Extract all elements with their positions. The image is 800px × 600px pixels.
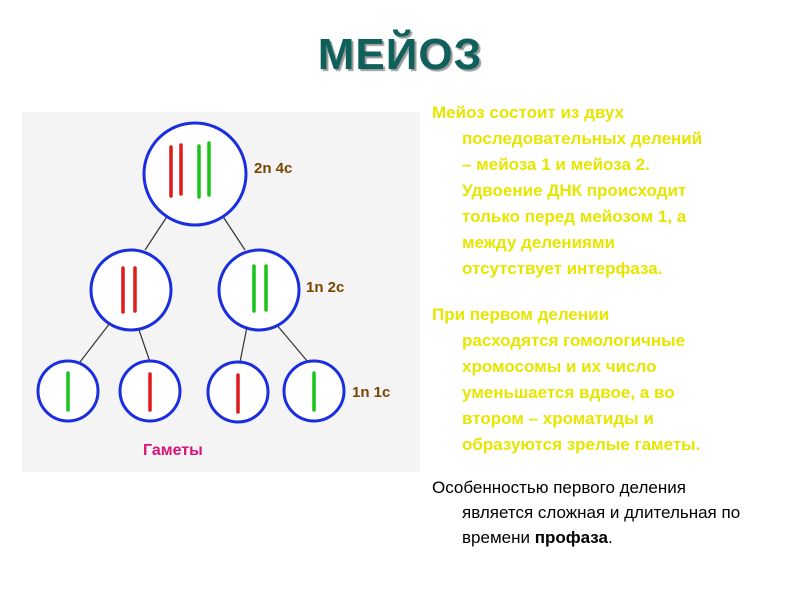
paragraph-division-details: При первом делении расходятся гомологичн… [432, 302, 788, 458]
cell-membrane [217, 248, 301, 332]
text-line: хромосомы и их число [462, 357, 657, 376]
cell-membrane [89, 248, 173, 332]
text-line-prophase: времени профаза. [432, 525, 792, 550]
gametes-label: Гаметы [143, 442, 203, 459]
cell-membrane [142, 121, 248, 227]
slide-title: МЕЙОЗ [317, 30, 483, 79]
text-fragment: . [607, 528, 613, 547]
cell-2n4c [142, 121, 248, 227]
cell-1n2c-left [89, 248, 173, 332]
text-line: втором – хроматиды и [462, 409, 654, 428]
text-line: Удвоение ДНК происходит [462, 181, 687, 200]
text-line: При первом делении [432, 305, 610, 324]
connector-line [79, 322, 111, 363]
prophase-term: профаза [534, 528, 608, 547]
text-line: отсутствует интерфаза. [462, 259, 663, 278]
gamete-2 [118, 359, 182, 423]
text-fragment: времени [462, 528, 535, 547]
text-line: расходятся гомологичные [462, 331, 686, 350]
text-line: Особенностью первого деления [432, 478, 686, 497]
cell-1n2c-right [217, 248, 301, 332]
gamete-3 [206, 360, 270, 424]
connector-line [137, 326, 151, 363]
paragraph-meiosis-stages: Мейоз состоит из двух последовательных д… [432, 100, 788, 282]
paragraph-prophase-note: Особенностью первого деления является сл… [432, 475, 792, 550]
text-line: уменьшается вдвое, а во [462, 383, 675, 402]
connector-line [275, 323, 309, 363]
connector-line [144, 214, 169, 251]
text-line: между делениями [462, 233, 615, 252]
text-line: Мейоз состоит из двух [432, 103, 625, 122]
gamete-4 [282, 359, 346, 423]
gamete-1 [36, 359, 100, 423]
connector-line [239, 326, 248, 363]
ploidy-label-1n2c: 1n 2c [306, 279, 344, 296]
text-line: – мейоза 1 и мейоза 2. [462, 155, 650, 174]
connector-line [221, 214, 246, 251]
text-line: только перед мейозом 1, а [462, 207, 687, 226]
text-line: последовательных делений [462, 129, 703, 148]
ploidy-label-1n1c: 1n 1c [352, 384, 390, 401]
text-line: является сложная и длительная по [462, 503, 741, 522]
connector-lines [79, 214, 309, 363]
text-line: образуются зрелые гаметы. [462, 435, 701, 454]
ploidy-label-2n4c: 2n 4c [254, 160, 292, 177]
